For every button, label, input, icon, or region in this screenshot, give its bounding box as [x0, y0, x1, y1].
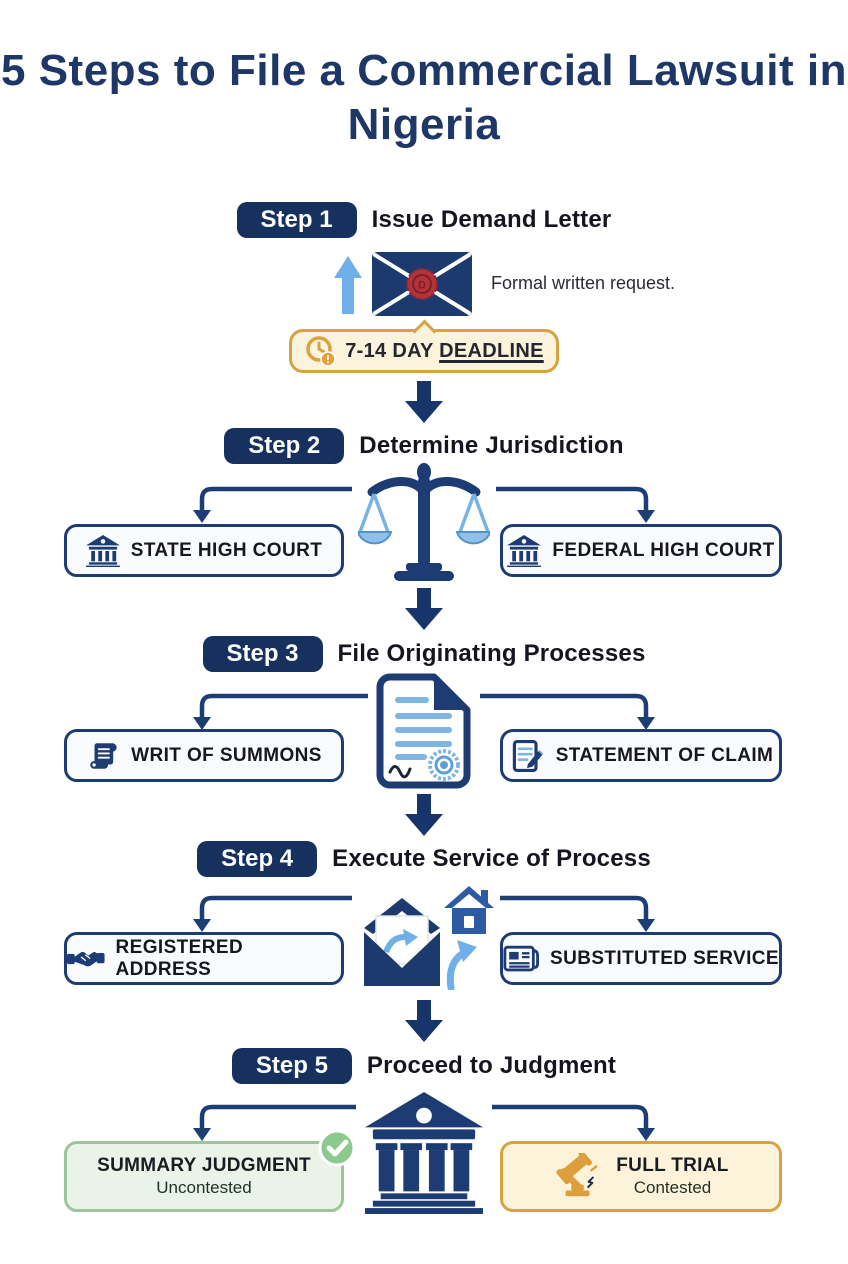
down-arrow-icon [405, 588, 443, 630]
step2-badge: Step 2 [224, 428, 345, 465]
bank-icon [85, 534, 120, 567]
scroll-icon [90, 742, 117, 769]
branch-connector [193, 895, 655, 932]
step4-header: Step 4 Execute Service of Process [0, 841, 848, 878]
step1-header: Step 1 Issue Demand Letter [0, 202, 848, 239]
substituted-service-label: SUBSTITUTED SERVICE [550, 947, 779, 969]
branch-connector [193, 1104, 655, 1141]
down-arrow-icon [405, 381, 443, 423]
open-envelope-icon [364, 898, 440, 986]
state-high-court-label: STATE HIGH COURT [130, 539, 323, 561]
gavel-icon [556, 1152, 598, 1196]
sealed-envelope-icon: D [372, 252, 472, 316]
newspaper-icon [503, 945, 540, 971]
state-high-court-box: STATE HIGH COURT [64, 524, 344, 577]
branch-connector [193, 693, 655, 730]
summary-judgment-subtitle: Uncontested [156, 1178, 252, 1198]
clock-alert-icon [306, 336, 336, 367]
step5-header: Step 5 Proceed to Judgment [0, 1048, 848, 1085]
full-trial-box: FULL TRIAL Contested [500, 1141, 782, 1212]
step1-title: Issue Demand Letter [371, 206, 612, 234]
step1-note: Formal written request. [491, 273, 676, 293]
step1-badge: Step 1 [236, 202, 357, 239]
document-seal-icon [376, 673, 471, 789]
seal-letter: D [418, 280, 426, 292]
step4-title: Execute Service of Process [332, 845, 651, 873]
step3-title: File Originating Processes [337, 640, 646, 668]
step3-badge: Step 3 [202, 636, 323, 673]
federal-high-court-box: FEDERAL HIGH COURT [500, 524, 782, 577]
document-pen-icon [512, 739, 544, 772]
house-icon [444, 886, 494, 934]
branch-connector [193, 486, 655, 523]
registered-address-label: REGISTERED ADDRESS [115, 936, 244, 980]
deadline-text: 7-14 DAY DEADLINE [345, 339, 544, 362]
step2-title: Determine Jurisdiction [359, 432, 624, 460]
step3-header: Step 3 File Originating Processes [0, 636, 848, 673]
page-title: 5 Steps to File a Commercial Lawsuit in … [1, 46, 847, 149]
down-arrow-icon [405, 1000, 443, 1042]
step5-title: Proceed to Judgment [366, 1052, 617, 1080]
writ-of-summons-label: WRIT OF SUMMONS [131, 744, 322, 766]
handshake-icon [67, 951, 105, 966]
statement-of-claim-label: STATEMENT OF CLAIM [555, 744, 774, 766]
up-arrow-icon [334, 256, 362, 314]
step4-badge: Step 4 [197, 841, 318, 878]
writ-of-summons-box: WRIT OF SUMMONS [64, 729, 344, 782]
curved-arrow-icon [446, 940, 477, 990]
step2-header: Step 2 Determine Jurisdiction [0, 428, 848, 465]
scales-of-justice-icon [358, 463, 490, 581]
full-trial-subtitle: Contested [633, 1178, 712, 1198]
bank-icon [507, 534, 542, 567]
substituted-service-box: SUBSTITUTED SERVICE [500, 932, 782, 985]
deadline-callout: 7-14 DAY DEADLINE [289, 329, 559, 373]
summary-judgment-title: SUMMARY JUDGMENT [97, 1155, 311, 1177]
registered-address-box: REGISTERED ADDRESS [64, 932, 344, 985]
federal-high-court-label: FEDERAL HIGH COURT [552, 539, 775, 561]
summary-judgment-box: SUMMARY JUDGMENT Uncontested [64, 1141, 344, 1212]
step5-badge: Step 5 [231, 1048, 352, 1085]
down-arrow-icon [405, 794, 443, 836]
check-badge-icon [318, 1129, 356, 1167]
full-trial-title: FULL TRIAL [616, 1155, 729, 1177]
courthouse-icon [364, 1092, 484, 1214]
statement-of-claim-box: STATEMENT OF CLAIM [500, 729, 782, 782]
